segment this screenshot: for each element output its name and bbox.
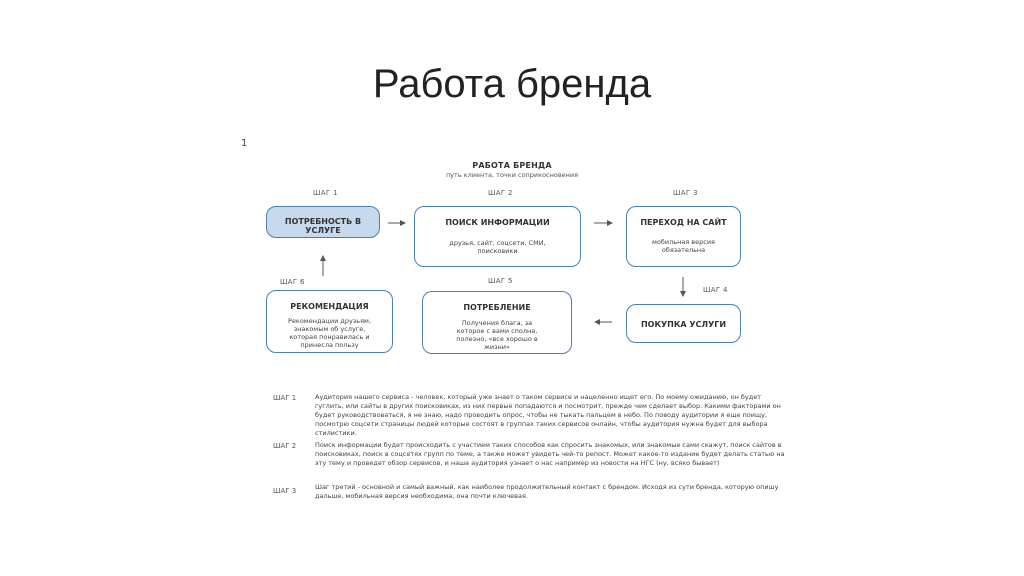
step-label-5: ШАГ 5: [488, 277, 513, 285]
description-text: Поиск информации будет происходить с уча…: [315, 441, 785, 467]
diagram-title: РАБОТА БРЕНДА: [472, 161, 552, 170]
page-number: 1: [241, 138, 248, 149]
description-text: Шаг третий - основной и самый важный, ка…: [315, 483, 779, 500]
diagram-subtitle: путь клиента, точки соприкосновения: [445, 171, 579, 179]
description-text: Аудитория нашего сервиса - человек, кото…: [315, 393, 781, 437]
step-box-purchase: ПОКУПКА УСЛУГИ: [626, 304, 741, 343]
step-title: ПЕРЕХОД НА САЙТ: [640, 218, 727, 227]
slide-title: Работа бренда: [372, 62, 652, 106]
step-title: ПОИСК ИНФОРМАЦИИ: [445, 218, 550, 227]
step-title: ПОТРЕБНОСТЬ В УСЛУГЕ: [284, 217, 362, 235]
description-step-label: ШАГ 3: [273, 487, 297, 495]
description-step-label: ШАГ 2: [273, 442, 297, 450]
step-desc: Получения блага, за которое с вами сполн…: [456, 319, 538, 351]
step-box-search: ПОИСК ИНФОРМАЦИИ друзья, сайт, соцсети, …: [414, 206, 581, 267]
step-box-recommendation: РЕКОМЕНДАЦИЯ Рекомендации друзьям, знако…: [266, 290, 393, 353]
step-desc: друзья, сайт, соцсети, СМИ, поисковики: [449, 239, 546, 255]
step-box-site: ПЕРЕХОД НА САЙТ мобильная версия обязате…: [626, 206, 741, 267]
description-step-label: ШАГ 1: [273, 394, 297, 402]
step-label-6: ШАГ 6: [280, 278, 305, 286]
step-label-3: ШАГ 3: [673, 189, 698, 197]
step-label-1: ШАГ 1: [313, 189, 338, 197]
step-box-consumption: ПОТРЕБЛЕНИЕ Получения блага, за которое …: [422, 291, 572, 354]
step-title: РЕКОМЕНДАЦИЯ: [290, 302, 369, 311]
step-box-need: ПОТРЕБНОСТЬ В УСЛУГЕ: [266, 206, 380, 238]
step-desc: мобильная версия обязательна: [652, 238, 715, 254]
step-title: ПОТРЕБЛЕНИЕ: [463, 303, 531, 312]
step-desc: Рекомендации друзьям, знакомым об услуге…: [287, 317, 372, 349]
step-title: ПОКУПКА УСЛУГИ: [640, 320, 727, 329]
step-label-4: ШАГ 4: [703, 286, 728, 294]
step-label-2: ШАГ 2: [488, 189, 513, 197]
